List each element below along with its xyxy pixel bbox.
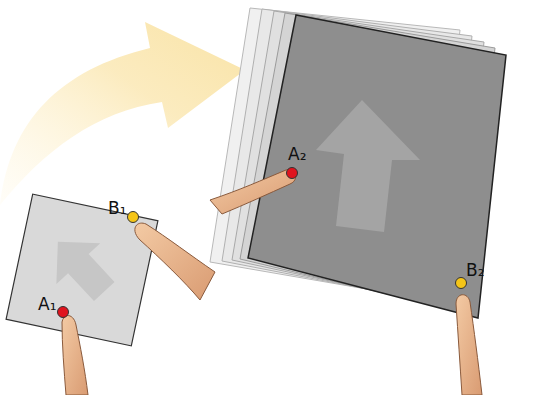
point-label: A₁ [38, 296, 56, 313]
transition-arrow [0, 22, 245, 205]
small-sheet [6, 194, 158, 346]
point-label: B₂ [466, 262, 484, 279]
large-sheet-stack [210, 8, 506, 318]
fingers [62, 169, 482, 395]
point-label: A₂ [288, 146, 306, 163]
point-label: B₁ [108, 200, 126, 217]
touch-points [58, 168, 467, 318]
